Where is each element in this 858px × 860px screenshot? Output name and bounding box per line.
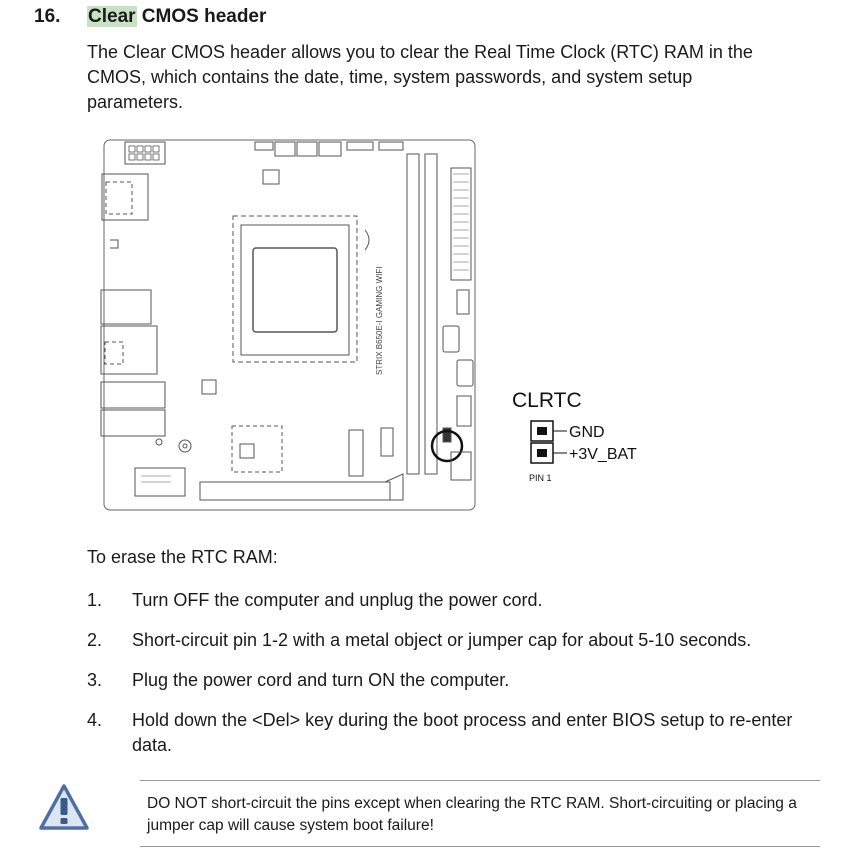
title-highlight: Clear [87,6,137,27]
step-number: 4. [87,710,103,730]
intro-paragraph: The Clear CMOS header allows you to clea… [87,42,753,112]
argb-header-1 [274,141,296,157]
io-chip [262,169,280,185]
clrtc-header [442,427,452,443]
step-number: 1. [87,590,103,610]
pcie-slot [199,481,391,501]
dimm-slot-2 [424,153,438,475]
note-top-rule [140,780,820,781]
fan-header [254,141,274,151]
step-text: Short-circuit pin 1-2 with a metal objec… [132,630,752,650]
argb-header-2 [296,141,318,157]
cpu-power-connector [124,141,166,165]
system-panel-header [450,451,472,481]
clrtc-pinout-diagram: CLRTC GND +3V_BAT PIN 1 [512,389,637,483]
board-outline [103,139,476,511]
usb-stack [100,381,166,409]
note-bottom-rule [140,846,820,847]
title-rest: CMOS header [136,6,267,27]
sata-port-1 [442,325,460,353]
cpu-socket [232,215,358,363]
cpu-die [252,247,338,333]
board-model-label: STRIX B650E-I GAMING WIFI [375,267,384,375]
chipset [231,425,283,473]
usb-stack-2 [100,409,166,437]
section-title: Clear CMOS header [87,6,266,28]
procedure-heading: To erase the RTC RAM: [87,547,278,567]
pin1-label: PIN 1 [529,473,552,483]
mounting-hole [178,439,192,453]
step-text: Plug the power cord and turn ON the comp… [132,670,510,690]
pump-header [346,141,374,151]
warning-text: DO NOT short-circuit the pins except whe… [147,795,797,834]
lan-usb-block [100,325,158,375]
small-chip [201,379,217,395]
step-number: 2. [87,630,103,650]
fan-header-2 [380,427,394,457]
step-text: Hold down the <Del> key during the boot … [132,710,793,755]
rear-io-top [101,173,149,221]
pin-label-3vbat: +3V_BAT [569,446,637,463]
clrtc-highlight-circle [430,429,464,463]
dimm-slot-1 [406,153,420,475]
clrtc-title: CLRTC [512,389,582,412]
m2-slot [348,429,364,477]
pin-label-gnd: GND [569,424,605,441]
front-panel-header [456,395,472,427]
usb3-header [456,289,470,315]
audio-jack-block [100,289,152,325]
step-number: 3. [87,670,103,690]
warning-triangle-icon [39,784,89,830]
argb-header-3 [318,141,342,157]
section-number: 16. [34,6,61,27]
sata-port-2 [456,359,474,387]
atx-power-connector [450,167,472,281]
usb-header [378,141,404,151]
motherboard-diagram: STRIX B650E-I GAMING WIFI [100,139,476,511]
step-text: Turn OFF the computer and unplug the pow… [132,590,543,610]
audio-header [134,467,186,497]
